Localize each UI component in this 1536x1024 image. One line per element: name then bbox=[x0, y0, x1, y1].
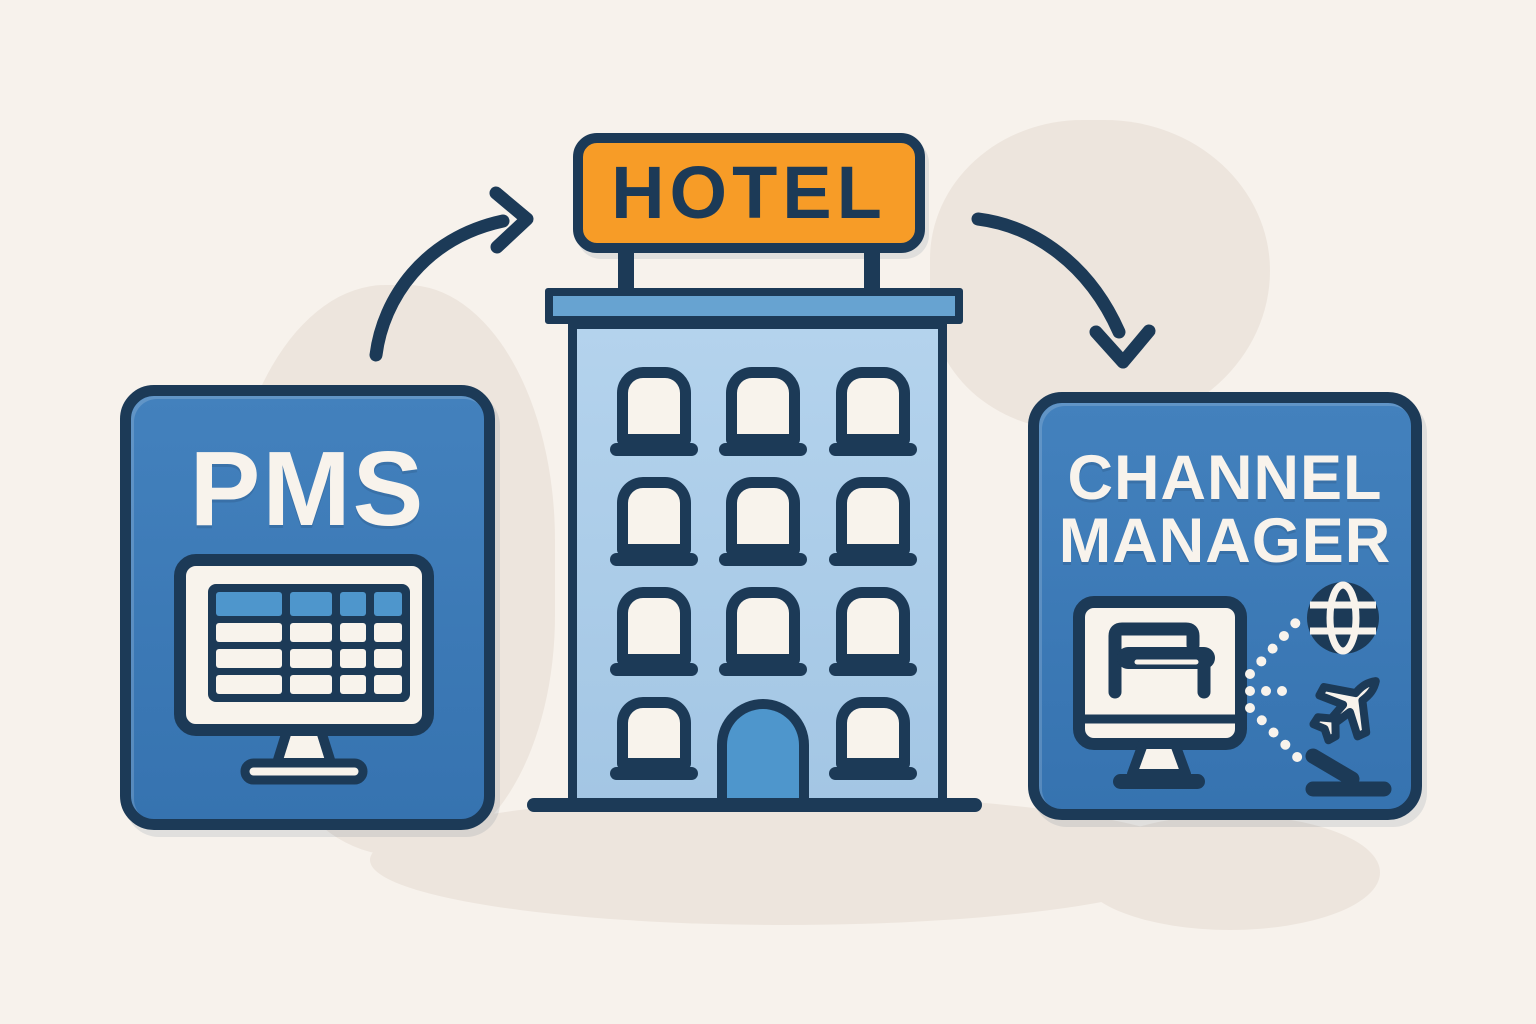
hotel-door bbox=[717, 699, 809, 811]
window-sill bbox=[610, 663, 698, 676]
window-sill bbox=[719, 553, 807, 566]
ground-line bbox=[527, 798, 982, 812]
pms-card: PMS bbox=[120, 385, 495, 830]
hotel-window bbox=[610, 587, 698, 676]
background-blob bbox=[930, 120, 1270, 430]
hotel-window bbox=[610, 367, 698, 456]
window-sill bbox=[829, 553, 917, 566]
hotel-sign-post bbox=[618, 250, 634, 296]
hotel-window bbox=[719, 477, 807, 566]
hotel-window bbox=[829, 587, 917, 676]
background-blob bbox=[1080, 815, 1380, 930]
pms-title: PMS bbox=[189, 430, 426, 548]
window-sill bbox=[829, 443, 917, 456]
window-sill bbox=[719, 443, 807, 456]
hotel-window bbox=[719, 587, 807, 676]
window-sill bbox=[610, 553, 698, 566]
hotel-window bbox=[829, 477, 917, 566]
window-sill bbox=[719, 663, 807, 676]
window-sill bbox=[610, 767, 698, 780]
hotel-sign-post bbox=[864, 250, 880, 296]
channel-manager-title-line1: CHANNEL bbox=[1067, 443, 1383, 513]
hotel-sign-label: HOTEL bbox=[611, 151, 887, 234]
hotel-window bbox=[610, 697, 698, 780]
hotel-window bbox=[829, 367, 917, 456]
window-sill bbox=[610, 443, 698, 456]
window-sill bbox=[829, 663, 917, 676]
hotel-window bbox=[829, 697, 917, 780]
hotel-sign: HOTEL bbox=[573, 133, 925, 253]
hotel-window bbox=[610, 477, 698, 566]
hotel-building bbox=[568, 320, 947, 811]
channel-manager-card: CHANNEL MANAGER bbox=[1028, 392, 1422, 820]
window-sill bbox=[829, 767, 917, 780]
hotel-window bbox=[719, 367, 807, 456]
channel-manager-title-line2: MANAGER bbox=[1058, 506, 1392, 576]
hotel-roof-band bbox=[545, 288, 963, 324]
